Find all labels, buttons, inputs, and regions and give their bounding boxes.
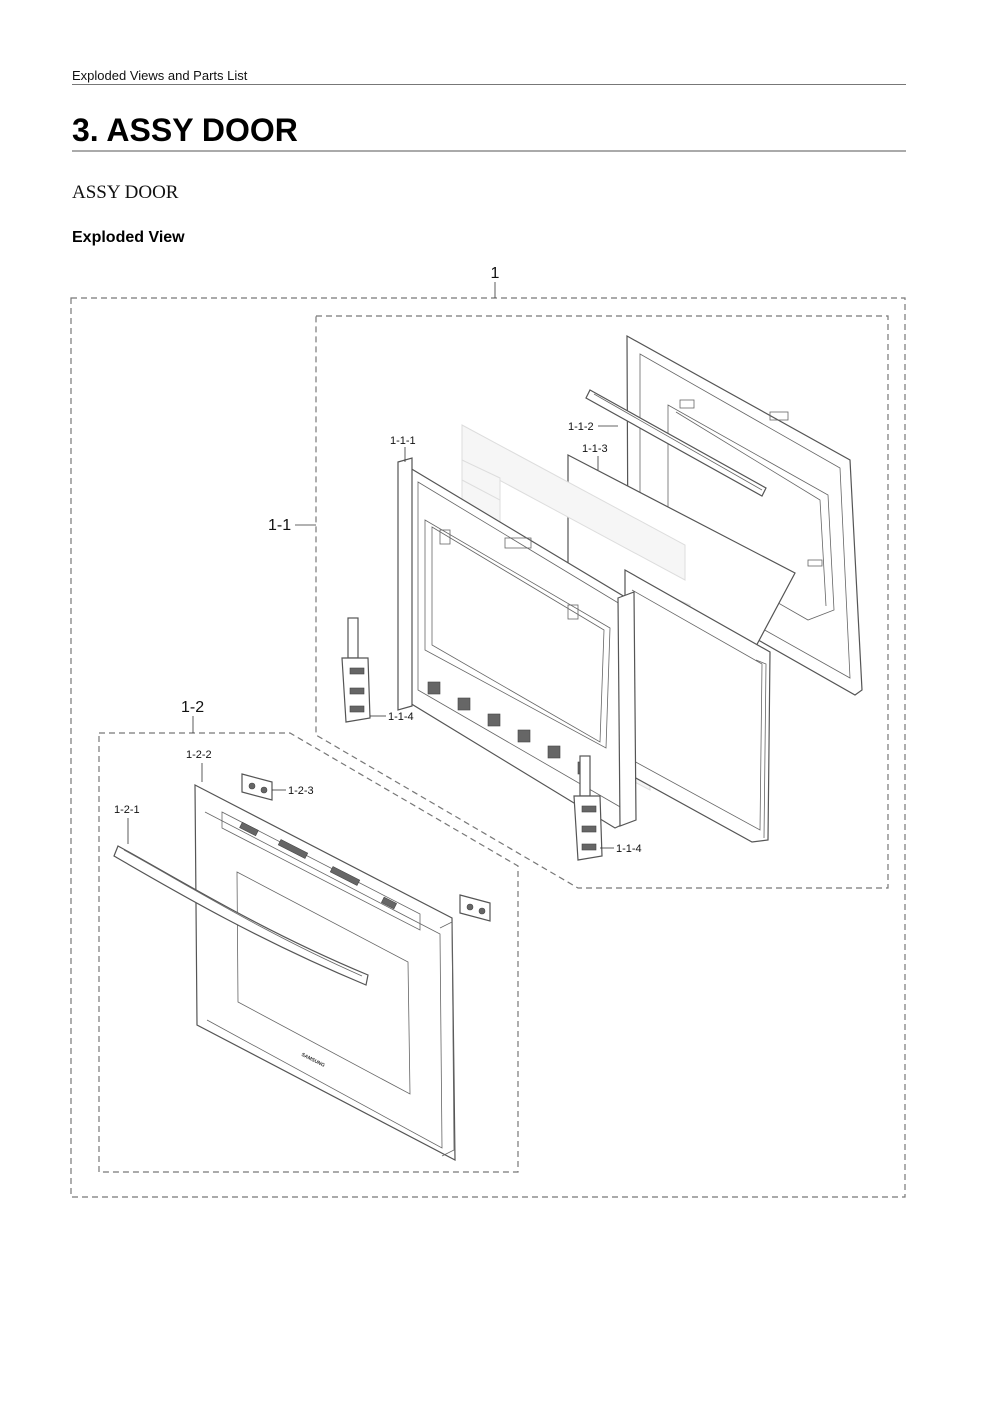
callout-1: 1	[491, 265, 500, 282]
title-rule	[72, 150, 906, 152]
callout-1-1-2: 1-1-2	[568, 421, 594, 433]
callout-1-1-3: 1-1-3	[582, 443, 608, 455]
handle-bracket-side	[459, 894, 491, 922]
callout-1-1-4-left: 1-1-4	[388, 711, 414, 723]
front-door-panel: SAMSUNG	[194, 784, 456, 1161]
door-seal-strip	[585, 389, 767, 497]
hinge-right	[573, 755, 603, 861]
inner-door-frame	[397, 457, 637, 829]
page-title: 3. ASSY DOOR	[72, 112, 298, 148]
hinge-left	[341, 617, 371, 723]
section-heading: Exploded View	[72, 229, 185, 246]
callout-1-1-1: 1-1-1	[390, 435, 416, 447]
assembly-1-2-boundary	[98, 732, 519, 1173]
callout-1-1-4-right: 1-1-4	[616, 843, 642, 855]
header-rule	[72, 84, 906, 85]
door-handle	[113, 845, 369, 986]
handle-bracket-top	[241, 773, 273, 801]
callout-1-2: 1-2	[181, 699, 204, 716]
assembly-1-boundary	[70, 297, 906, 1198]
callout-1-1: 1-1	[268, 517, 291, 534]
callout-1-2-2: 1-2-2	[186, 749, 212, 761]
sub-title: ASSY DOOR	[72, 182, 179, 203]
running-header: Exploded Views and Parts List	[72, 68, 248, 83]
callout-1-2-1: 1-2-1	[114, 804, 140, 816]
callout-1-2-3: 1-2-3	[288, 785, 314, 797]
